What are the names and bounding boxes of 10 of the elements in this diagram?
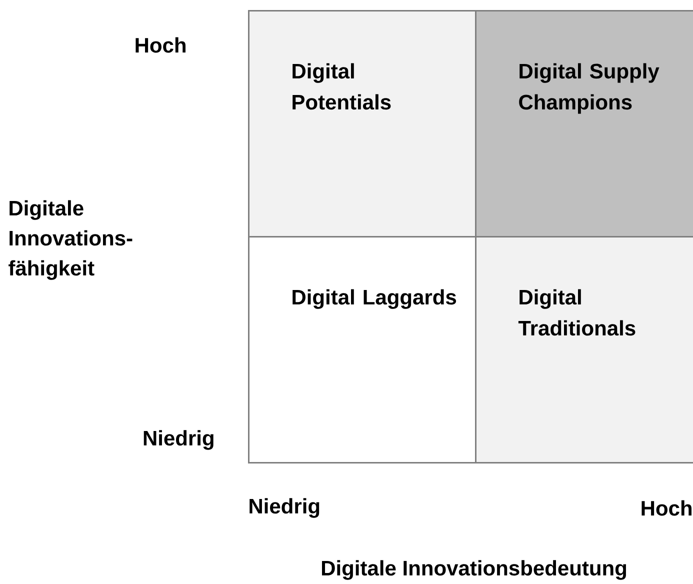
quadrant-box: Digital Traditionals [475, 236, 693, 464]
axis-level-label: Niedrig [144, 430, 214, 450]
axis-title: Digitale Innovationsbedeutung [322, 560, 626, 580]
quadrant-box: Digital Potentials [248, 10, 476, 238]
axis-level-label: Niedrig [250, 498, 320, 518]
axis-title: Digitale Innovations-fähigkeit [8, 200, 132, 280]
axis-level-label: Hoch [136, 37, 186, 53]
quadrant-box: Digital Supply Champions [475, 10, 693, 238]
axis-level-label: Hoch [642, 500, 692, 516]
quadrant-box: Digital Laggards [248, 236, 476, 464]
